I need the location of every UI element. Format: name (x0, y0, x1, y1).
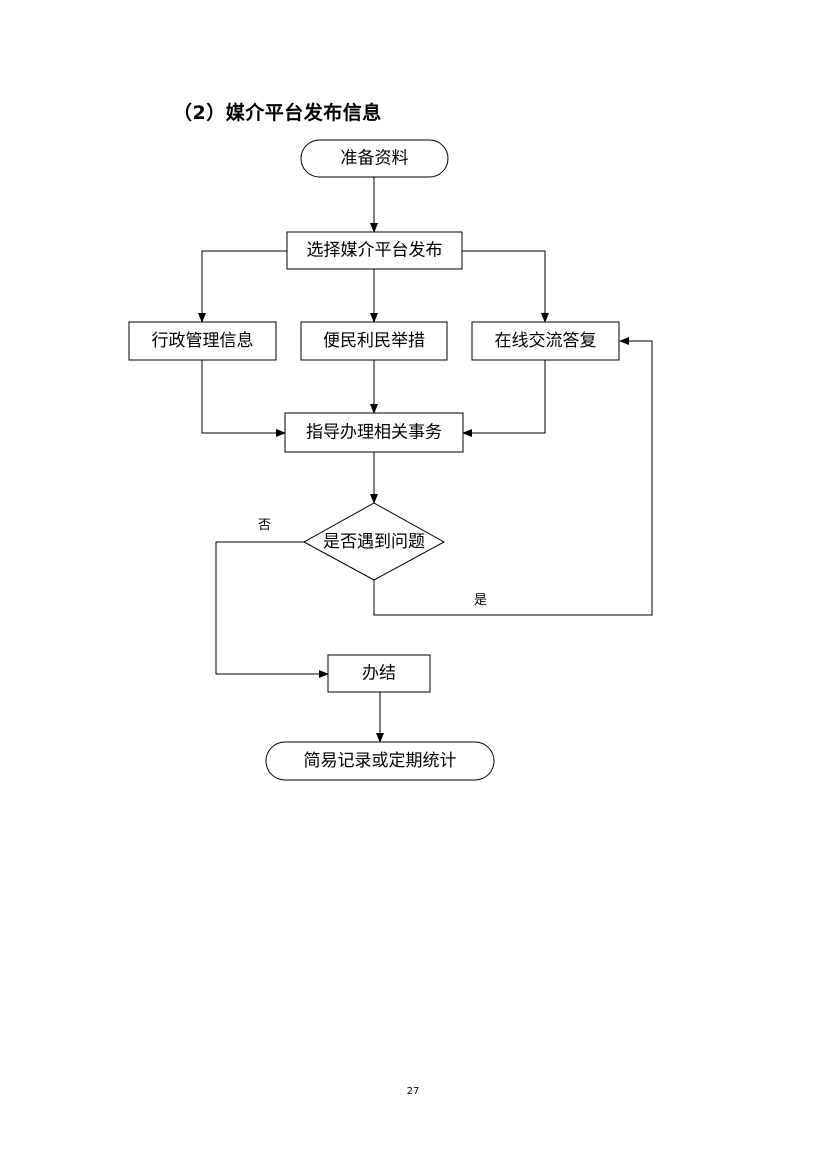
node-select-platform-shape (286, 231, 463, 270)
node-admin-info-shape (128, 321, 277, 361)
edge-select-online (462, 250, 549, 323)
node-online-reply-label: 在线交流答复 (495, 331, 597, 351)
node-admin-info-label: 行政管理信息 (152, 331, 254, 351)
node-guide-shape (284, 412, 464, 453)
edge-decision-no (215, 541, 329, 678)
node-record-shape (265, 741, 495, 781)
edge-label-no: 否 (258, 518, 271, 533)
edge-admin-guide (201, 360, 286, 437)
edge-label-yes: 是 (474, 593, 487, 608)
node-convenience-label: 便民利民举措 (323, 331, 425, 351)
node-complete-shape (327, 654, 431, 693)
node-decision-label: 是否遇到问题 (323, 532, 425, 552)
edge-online-guide (462, 360, 546, 437)
node-complete-label: 办结 (362, 664, 396, 684)
page-number: 27 (406, 1086, 420, 1097)
node-prepare-label: 准备资料 (341, 149, 409, 169)
edge-select-admin (198, 250, 287, 323)
edge-decision-yes (373, 337, 653, 616)
node-select-platform-label: 选择媒介平台发布 (307, 241, 443, 261)
node-convenience-shape (300, 321, 448, 361)
node-online-reply-shape (471, 321, 620, 361)
node-record-label: 简易记录或定期统计 (304, 751, 457, 771)
node-decision-shape (302, 502, 446, 581)
section-heading: （2）媒介平台发布信息 (173, 102, 382, 124)
node-prepare-shape (300, 139, 449, 178)
node-guide-label: 指导办理相关事务 (306, 423, 442, 443)
